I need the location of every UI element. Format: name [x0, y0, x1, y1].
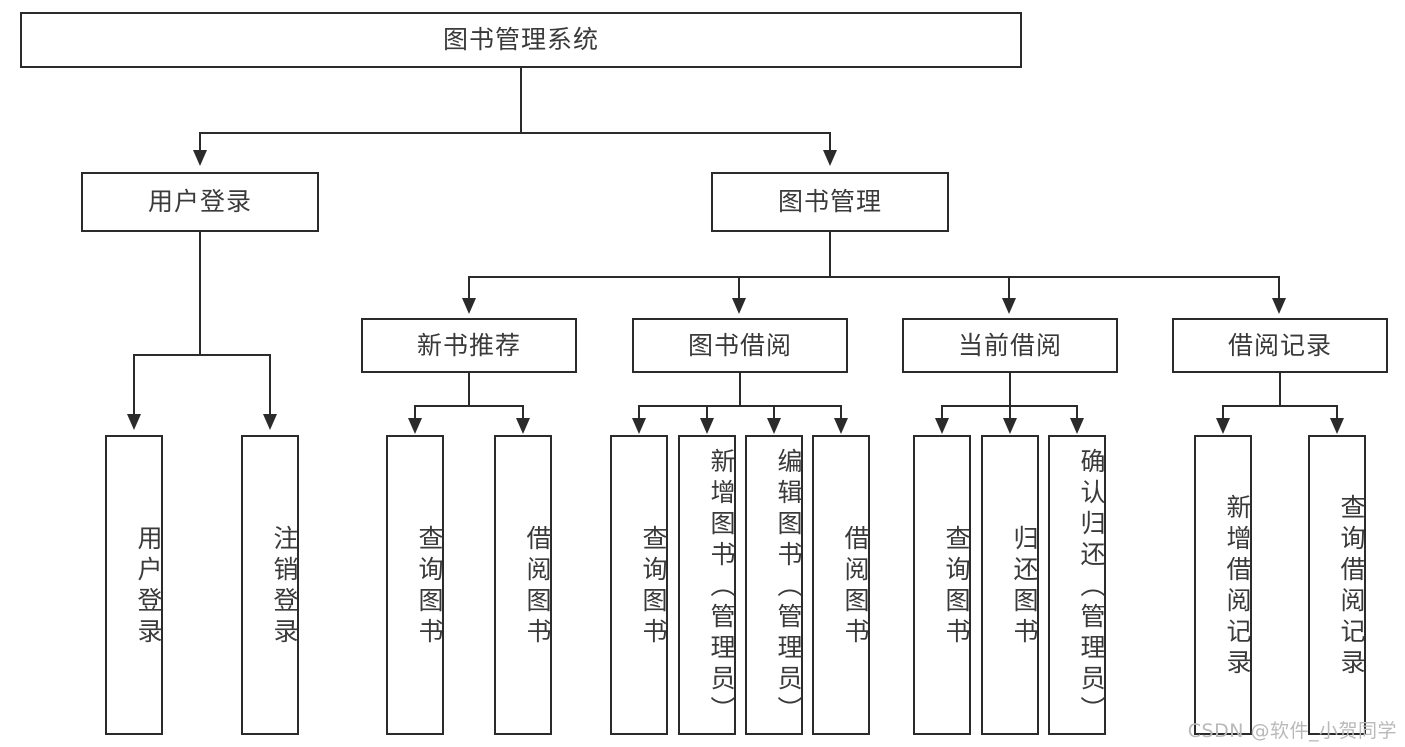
- arrow-to-leaf-br-1: [1330, 418, 1344, 434]
- arrow-to-leaf-user-login-1: [263, 414, 277, 430]
- arrow-to-leaf-cb-1: [1003, 418, 1017, 434]
- arrow-to-leaf-nbr-0: [408, 418, 422, 434]
- node-label: 图书借阅: [687, 330, 792, 360]
- leaf-book-borrow-1[interactable]: 新增图书（管理员）: [678, 435, 736, 735]
- node-label: 图书管理系统: [442, 25, 599, 55]
- node-label: 当前借阅: [957, 330, 1062, 360]
- arrow-to-new-book-recommend: [462, 298, 476, 314]
- connector-borrow-record-drop: [1279, 373, 1281, 405]
- connector-root-bus: [199, 132, 831, 134]
- leaf-book-borrow-3[interactable]: 借阅图书: [812, 435, 870, 735]
- connector-bb-branch-3: [840, 405, 842, 419]
- leaf-current-borrow-0[interactable]: 查询图书: [913, 435, 971, 735]
- node-borrow-record[interactable]: 借阅记录: [1172, 318, 1388, 373]
- leaf-label: 查询图书: [942, 525, 971, 649]
- node-new-book-recommend[interactable]: 新书推荐: [361, 318, 577, 373]
- connector-bb-branch-1: [706, 405, 708, 419]
- leaf-label: 确认归还（管理员）: [1077, 447, 1106, 727]
- arrow-to-current-borrow: [1002, 298, 1016, 314]
- node-label: 借阅记录: [1227, 330, 1332, 360]
- connector-cb-branch-1: [1009, 405, 1011, 419]
- node-label: 图书管理: [777, 187, 882, 217]
- connector-current-borrow-drop: [1009, 373, 1011, 405]
- connector-user-login-bus: [133, 354, 271, 356]
- connector-book-borrow-drop: [739, 373, 741, 405]
- connector-br-branch-1: [1336, 405, 1338, 419]
- connector-br-branch-0: [1222, 405, 1224, 419]
- leaf-label: 新增图书（管理员）: [707, 447, 736, 727]
- node-book-borrow[interactable]: 图书借阅: [632, 318, 848, 373]
- arrow-to-leaf-bb-0: [632, 418, 646, 434]
- node-label: 用户登录: [147, 187, 252, 217]
- node-current-borrow[interactable]: 当前借阅: [902, 318, 1118, 373]
- connector-nbr-branch-0: [414, 405, 416, 419]
- leaf-label: 查询图书: [639, 525, 668, 649]
- connector-cb-branch-2: [1076, 405, 1078, 419]
- leaf-label: 编辑图书（管理员）: [774, 447, 803, 727]
- leaf-label: 借阅图书: [523, 525, 552, 649]
- arrow-to-leaf-bb-3: [834, 418, 848, 434]
- watermark-text: CSDN @软件_小贺同学: [1187, 720, 1397, 742]
- leaf-user-login-1[interactable]: 注销登录: [241, 435, 299, 735]
- arrow-to-leaf-bb-1: [700, 418, 714, 434]
- connector-book-management-bus: [468, 276, 1280, 278]
- leaf-label: 归还图书: [1010, 525, 1039, 649]
- leaf-label: 查询借阅记录: [1337, 494, 1366, 680]
- connector-bb-branch-0: [638, 405, 640, 419]
- connector-book-management-branch-1: [738, 276, 740, 300]
- arrow-to-leaf-bb-2: [767, 418, 781, 434]
- leaf-current-borrow-1[interactable]: 归还图书: [981, 435, 1039, 735]
- connector-book-management-drop: [829, 232, 831, 276]
- arrow-to-leaf-user-login-0: [127, 414, 141, 430]
- leaf-label: 注销登录: [270, 525, 299, 649]
- leaf-new-book-recommend-0[interactable]: 查询图书: [386, 435, 444, 735]
- connector-root-drop: [520, 68, 522, 132]
- leaf-current-borrow-2[interactable]: 确认归还（管理员）: [1048, 435, 1106, 735]
- connector-book-borrow-bus: [638, 405, 842, 407]
- leaf-book-borrow-2[interactable]: 编辑图书（管理员）: [745, 435, 803, 735]
- leaf-label: 用户登录: [134, 525, 163, 649]
- connector-nbr-branch-1: [522, 405, 524, 419]
- connector-new-book-recommend-drop: [468, 373, 470, 405]
- connector-user-login-branch-1: [269, 354, 271, 416]
- leaf-new-book-recommend-1[interactable]: 借阅图书: [494, 435, 552, 735]
- connector-cb-branch-0: [941, 405, 943, 419]
- connector-user-login-branch-0: [133, 354, 135, 416]
- connector-book-management-branch-3: [1278, 276, 1280, 300]
- leaf-book-borrow-0[interactable]: 查询图书: [610, 435, 668, 735]
- connector-borrow-record-bus: [1222, 405, 1338, 407]
- connector-user-login-drop: [199, 232, 201, 354]
- connector-root-branch-right: [829, 132, 831, 152]
- node-book-management[interactable]: 图书管理: [711, 172, 949, 232]
- arrow-to-leaf-cb-2: [1070, 418, 1084, 434]
- arrow-to-leaf-cb-0: [935, 418, 949, 434]
- arrow-to-leaf-nbr-1: [516, 418, 530, 434]
- connector-book-management-branch-0: [468, 276, 470, 300]
- arrow-to-book-borrow: [732, 298, 746, 314]
- connector-book-management-branch-2: [1008, 276, 1010, 300]
- leaf-label: 新增借阅记录: [1223, 494, 1252, 680]
- arrow-to-leaf-br-0: [1216, 418, 1230, 434]
- arrow-to-user-login: [193, 150, 207, 166]
- node-root-book-management-system[interactable]: 图书管理系统: [20, 12, 1022, 68]
- leaf-borrow-record-0[interactable]: 新增借阅记录: [1194, 435, 1252, 735]
- leaf-borrow-record-1[interactable]: 查询借阅记录: [1308, 435, 1366, 735]
- node-label: 新书推荐: [416, 330, 521, 360]
- connector-bb-branch-2: [773, 405, 775, 419]
- leaf-label: 借阅图书: [841, 525, 870, 649]
- leaf-label: 查询图书: [415, 525, 444, 649]
- arrow-to-book-management: [823, 150, 837, 166]
- leaf-user-login-0[interactable]: 用户登录: [105, 435, 163, 735]
- connector-new-book-recommend-bus: [414, 405, 524, 407]
- node-user-login[interactable]: 用户登录: [81, 172, 319, 232]
- arrow-to-borrow-record: [1272, 298, 1286, 314]
- connector-root-branch-left: [199, 132, 201, 152]
